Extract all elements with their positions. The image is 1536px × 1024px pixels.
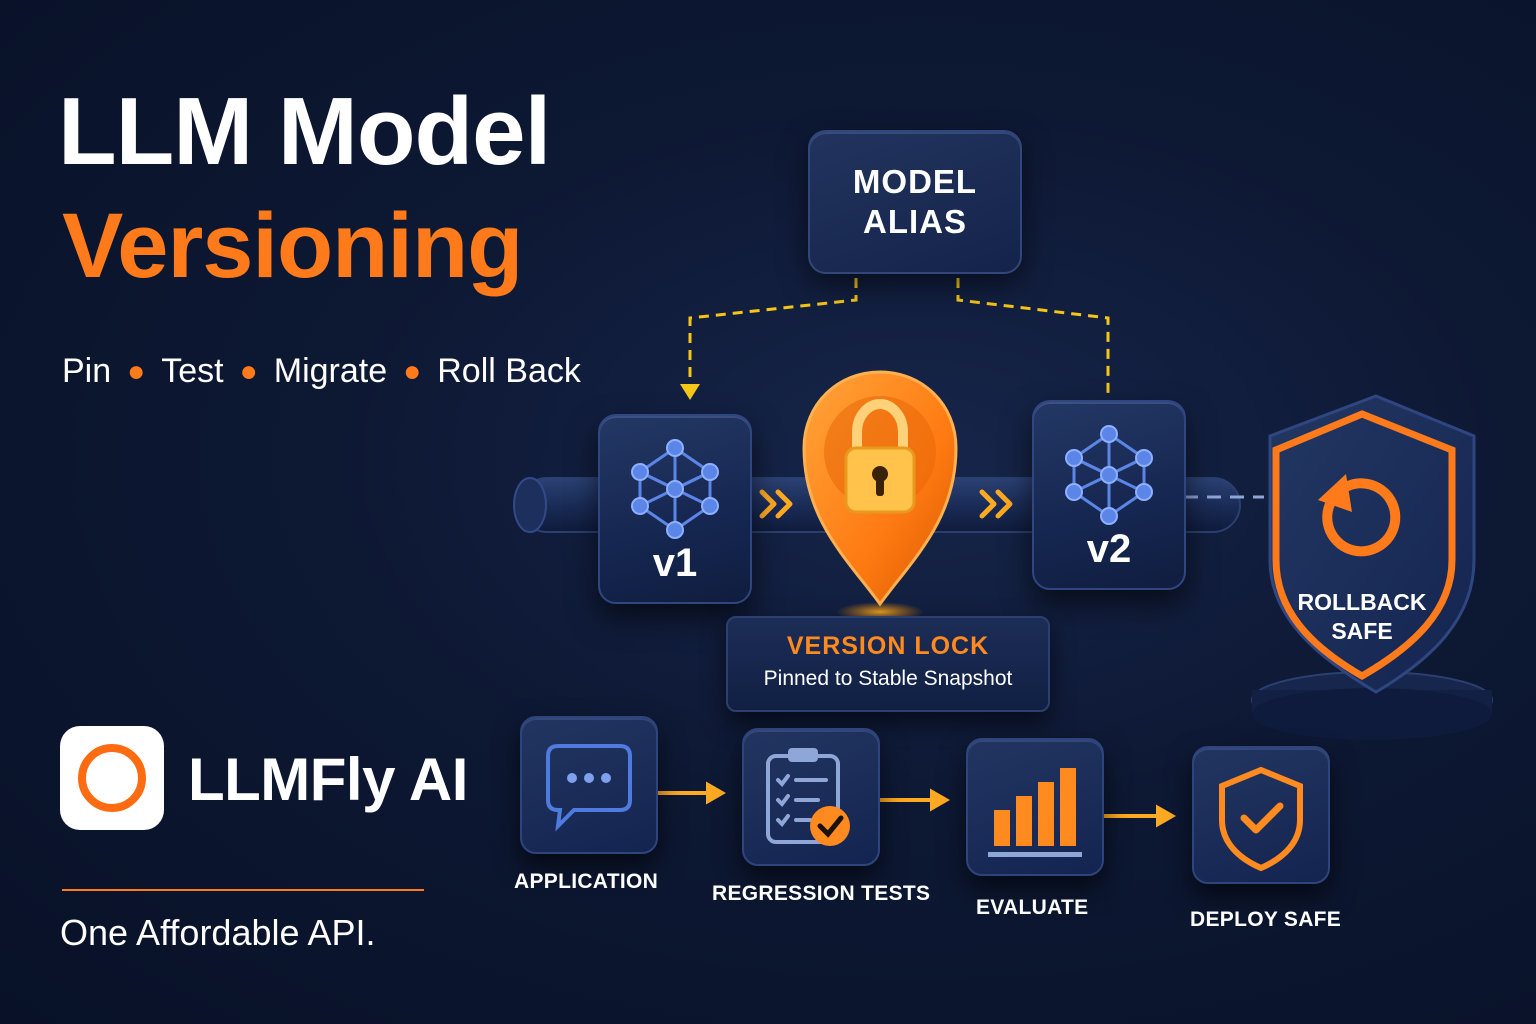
bullet-icon: ●: [127, 354, 146, 388]
brand-logo-icon: [60, 726, 164, 830]
subtitle-item-pin: Pin: [62, 352, 112, 390]
bar-chart-icon: [988, 768, 1082, 857]
neural-network-icon: [631, 439, 719, 539]
model-version-v2: v2: [1032, 400, 1186, 590]
shield-check-icon: [1219, 766, 1303, 872]
model-alias-card: MODEL ALIAS: [808, 130, 1022, 274]
clipboard-check-icon: [766, 748, 850, 846]
v1-label: v1: [652, 541, 698, 585]
chevron-right-icon: [759, 489, 1013, 519]
subtitle-item-test: Test: [161, 352, 224, 390]
step-application: [520, 716, 658, 854]
bullet-icon: ●: [239, 354, 258, 388]
v2-label: v2: [1086, 527, 1132, 571]
padlock-icon: [844, 398, 916, 514]
flow-arrow: [656, 781, 1177, 828]
rollback-icon: [1318, 474, 1401, 557]
version-lock-plate: VERSION LOCK Pinned to Stable Snapshot: [726, 616, 1050, 712]
step-application-label: APPLICATION: [514, 870, 659, 893]
model-version-v1: v1: [598, 414, 752, 604]
step-evaluate-label: EVALUATE: [976, 896, 1089, 919]
version-lock-subtitle: Pinned to Stable Snapshot: [763, 667, 1013, 690]
shield-line1: ROLLBACK: [1297, 589, 1427, 615]
page-title-line2: Versioning: [62, 195, 523, 297]
shield-icon: [1251, 394, 1493, 740]
alias-line2: ALIAS: [863, 203, 967, 240]
arrow-down-icon: [680, 384, 700, 400]
divider: [62, 889, 424, 891]
subtitle-item-migrate: Migrate: [273, 352, 388, 390]
step-deploy-safe-label: DEPLOY SAFE: [1190, 908, 1342, 931]
chat-bubble-icon: [546, 744, 632, 832]
neural-network-icon: [1065, 425, 1153, 525]
version-lock-title: VERSION LOCK: [786, 632, 990, 660]
alias-connector: [688, 278, 1110, 394]
step-regression-tests-label: REGRESSION TESTS: [712, 882, 931, 905]
bullet-icon: ●: [403, 354, 422, 388]
brand-name: LLMFly AI: [188, 746, 468, 813]
subtitle: Pin ● Test ● Migrate ● Roll Back: [62, 352, 581, 391]
step-deploy-safe: [1192, 746, 1330, 884]
page-title-line1: LLM Model: [58, 78, 551, 185]
rollback-safe-label: ROLLBACK SAFE: [1296, 588, 1428, 646]
shield-line2: SAFE: [1331, 618, 1393, 644]
step-evaluate: [966, 738, 1104, 876]
subtitle-item-roll-back: Roll Back: [437, 352, 581, 390]
alias-line1: MODEL: [852, 163, 978, 200]
step-regression-tests: [742, 728, 880, 866]
brand-tagline: One Affordable API.: [60, 912, 376, 953]
